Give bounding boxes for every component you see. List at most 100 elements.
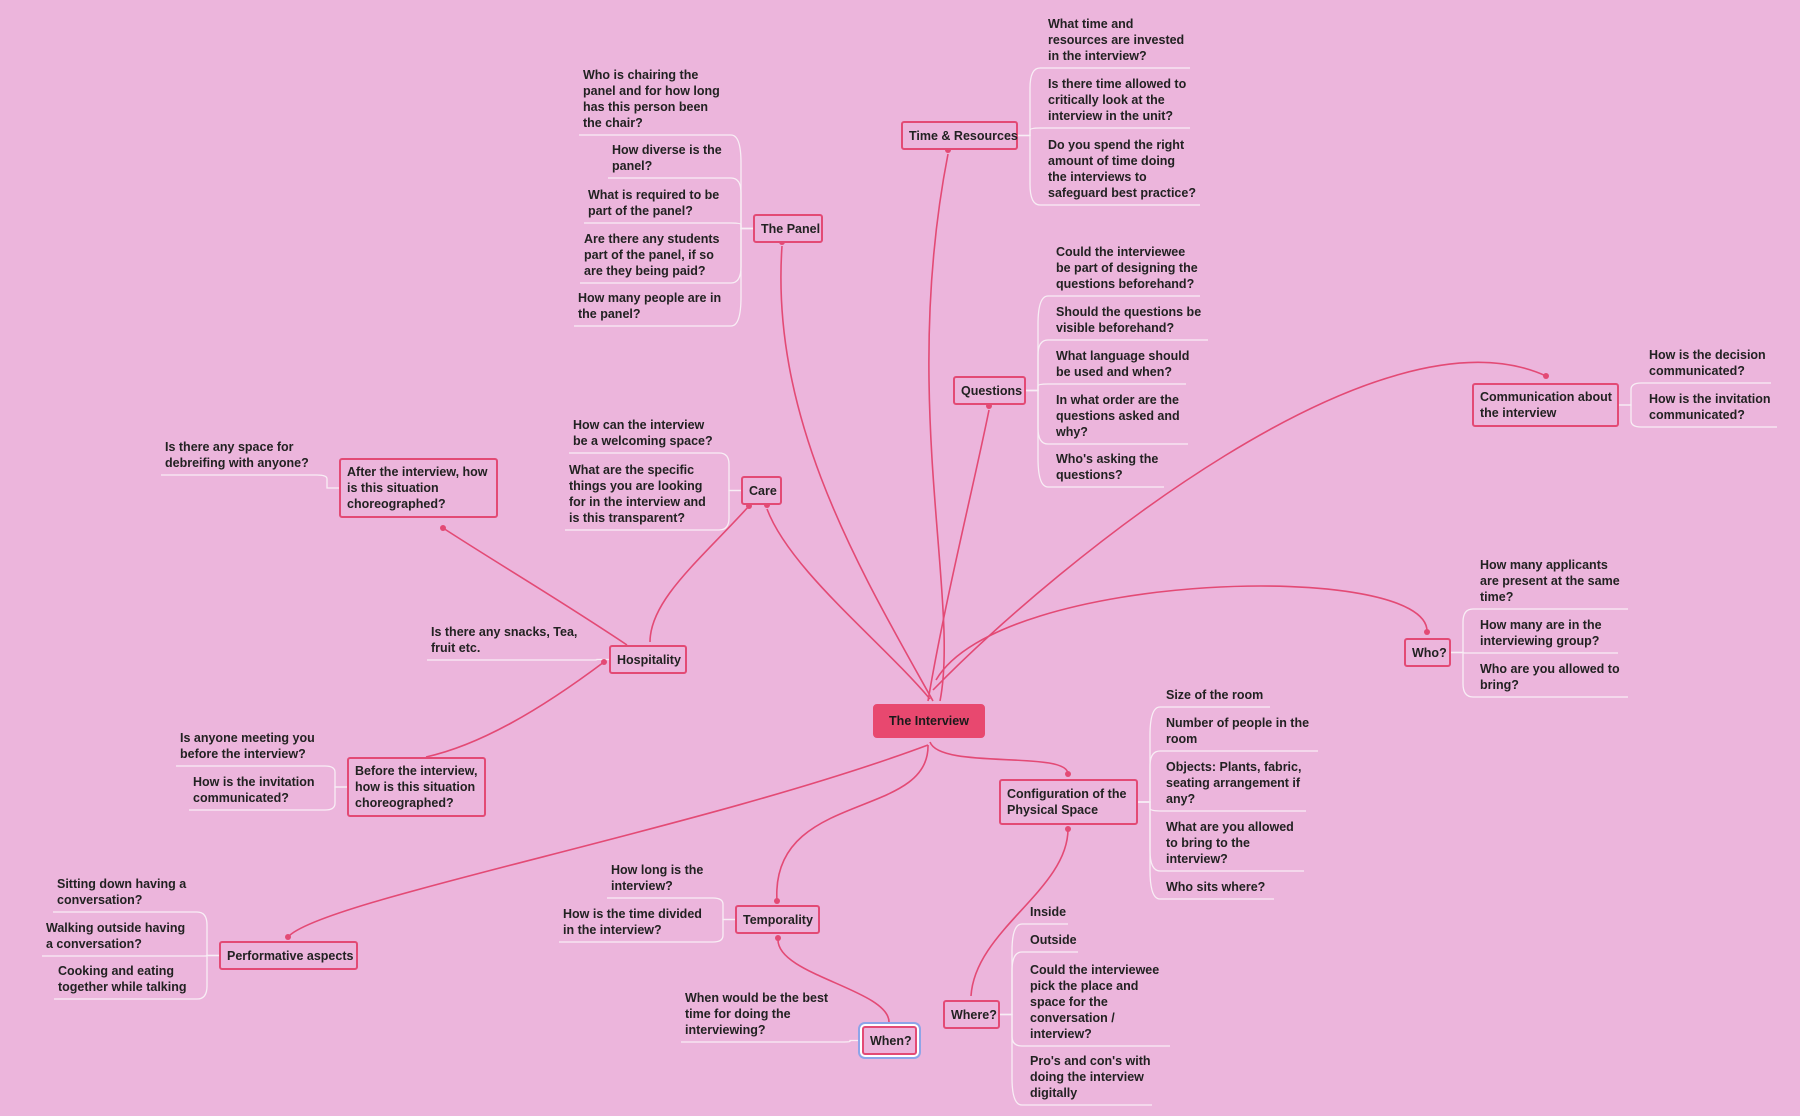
branch-connector-panel	[780, 245, 934, 702]
subtopic-line	[54, 954, 219, 1000]
subtopic-where-3[interactable]: Pro's and con's with doing the interview…	[1030, 1054, 1151, 1100]
branch-connector-when	[777, 939, 890, 1023]
subtopic-config-1[interactable]: Number of people in the room	[1166, 716, 1310, 746]
branch-connector-time	[928, 153, 949, 702]
branch-connector-before	[425, 661, 605, 758]
subtopic-line	[1000, 923, 1068, 1016]
subtopic-line	[1619, 382, 1771, 406]
connector-end-dot	[775, 935, 781, 941]
subtopic-line	[1018, 134, 1200, 206]
subtopic-config-0[interactable]: Size of the room	[1166, 688, 1264, 702]
topic-after[interactable]: After the interview, how is this situati…	[339, 458, 498, 518]
subtopic-who-1[interactable]: How many are in the interviewing group?	[1480, 618, 1602, 648]
branch-connector-where	[970, 828, 1069, 997]
subtopic-line	[1619, 404, 1777, 428]
branch-connector-questions	[927, 409, 990, 702]
connector-end-dot	[1065, 826, 1071, 832]
central-topic[interactable]: The Interview	[873, 704, 985, 738]
subtopic-before-0[interactable]: Is anyone meeting you before the intervi…	[180, 731, 315, 761]
subtopic-after-0[interactable]: Is there any space for debreifing with a…	[165, 440, 309, 470]
connector-end-dot	[601, 659, 607, 665]
subtopic-when-0[interactable]: When would be the best time for doing th…	[685, 991, 829, 1037]
branch-connector-perf	[287, 744, 929, 938]
subtopic-line	[1000, 951, 1078, 1016]
topic-before[interactable]: Before the interview, how is this situat…	[347, 757, 486, 817]
subtopic-temp-1[interactable]: How is the time divided in the interview…	[563, 907, 702, 937]
subtopic-line	[1026, 295, 1200, 392]
subtopic-config-4[interactable]: Who sits where?	[1166, 880, 1266, 894]
subtopic-comm-0[interactable]: How is the decision communicated?	[1649, 348, 1766, 378]
subtopic-line	[1026, 383, 1186, 392]
subtopic-time-0[interactable]: What time and resources are invested in …	[1048, 17, 1185, 63]
subtopic-perf-0[interactable]: Sitting down having a conversation?	[57, 877, 187, 907]
subtopic-line	[42, 954, 219, 957]
subtopic-where-0[interactable]: Inside	[1030, 905, 1067, 919]
topic-comm[interactable]: Communication about the interview	[1472, 383, 1619, 427]
topic-care[interactable]: Care	[741, 476, 782, 505]
subtopic-where-2[interactable]: Could the interviewee pick the place and…	[1030, 963, 1160, 1041]
subtopic-questions-3[interactable]: In what order are the questions asked an…	[1056, 393, 1180, 439]
subtopic-perf-2[interactable]: Cooking and eating together while talkin…	[58, 964, 187, 994]
subtopic-line	[584, 222, 753, 230]
subtopic-who-0[interactable]: How many applicants are present at the s…	[1480, 558, 1620, 604]
branch-connector-hosp	[649, 505, 750, 643]
subtopic-line	[565, 489, 741, 531]
subtopic-line	[1138, 801, 1274, 900]
subtopic-questions-4[interactable]: Who's asking the questions?	[1056, 452, 1159, 482]
connector-end-dot	[1424, 629, 1430, 635]
topic-perf[interactable]: Performative aspects	[219, 941, 358, 970]
topic-config[interactable]: Configuration of the Physical Space	[999, 779, 1138, 825]
subtopic-who-2[interactable]: Who are you allowed to bring?	[1480, 662, 1620, 692]
subtopic-hosp-0[interactable]: Is there any snacks, Tea, fruit etc.	[431, 625, 578, 655]
topic-hosp[interactable]: Hospitality	[609, 645, 687, 674]
subtopic-where-1[interactable]: Outside	[1030, 933, 1077, 947]
subtopic-questions-1[interactable]: Should the questions be visible beforeha…	[1056, 305, 1202, 335]
subtopic-panel-4[interactable]: How many people are in the panel?	[578, 291, 722, 321]
topic-time[interactable]: Time & Resources	[901, 121, 1018, 150]
subtopic-panel-1[interactable]: How diverse is the panel?	[612, 143, 722, 173]
topic-questions[interactable]: Questions	[953, 376, 1026, 405]
subtopic-care-0[interactable]: How can the interview be a welcoming spa…	[573, 418, 713, 448]
subtopic-time-1[interactable]: Is there time allowed to critically look…	[1048, 77, 1187, 123]
branch-connector-config	[929, 741, 1069, 775]
subtopic-time-2[interactable]: Do you spend the right amount of time do…	[1048, 138, 1196, 200]
topic-where[interactable]: Where?	[943, 1000, 1000, 1029]
subtopic-panel-2[interactable]: What is required to be part of the panel…	[588, 188, 720, 218]
branch-connector-temp	[776, 744, 929, 902]
topic-who[interactable]: Who?	[1404, 638, 1451, 667]
subtopic-line	[1451, 651, 1618, 654]
subtopic-line	[1451, 608, 1628, 654]
subtopic-comm-1[interactable]: How is the invitation communicated?	[1649, 392, 1771, 422]
subtopic-line	[1026, 339, 1208, 392]
topic-panel[interactable]: The Panel	[753, 214, 823, 243]
subtopic-perf-1[interactable]: Walking outside having a conversation?	[46, 921, 186, 951]
topic-temp[interactable]: Temporality	[735, 905, 820, 934]
branch-connector-comm	[932, 361, 1547, 691]
topic-when[interactable]: When?	[862, 1026, 917, 1055]
branch-connector-who	[935, 585, 1428, 681]
subtopic-care-1[interactable]: What are the specific things you are loo…	[569, 463, 706, 525]
subtopic-config-2[interactable]: Objects: Plants, fabric, seating arrange…	[1166, 760, 1302, 806]
subtopic-line	[1138, 750, 1318, 803]
subtopic-line	[176, 765, 347, 788]
subtopic-config-3[interactable]: What are you allowed to bring to the int…	[1166, 820, 1294, 866]
subtopic-line	[579, 134, 753, 230]
connector-end-dot	[285, 934, 291, 940]
subtopic-line	[1026, 389, 1164, 488]
subtopic-line	[1018, 67, 1190, 137]
subtopic-line	[574, 227, 753, 327]
subtopic-line	[1018, 127, 1190, 137]
connector-end-dot	[774, 898, 780, 904]
connector-end-dot	[1543, 373, 1549, 379]
subtopic-questions-0[interactable]: Could the interviewee be part of designi…	[1056, 245, 1198, 291]
subtopic-panel-0[interactable]: Who is chairing the panel and for how lo…	[583, 68, 720, 130]
subtopic-panel-3[interactable]: Are there any students part of the panel…	[584, 232, 720, 278]
subtopic-line	[608, 177, 753, 230]
subtopic-line	[1451, 651, 1628, 698]
subtopic-questions-2[interactable]: What language should be used and when?	[1056, 349, 1190, 379]
subtopic-before-1[interactable]: How is the invitation communicated?	[193, 775, 315, 805]
subtopic-line	[189, 786, 347, 811]
subtopic-temp-0[interactable]: How long is the interview?	[611, 863, 704, 893]
subtopic-line	[607, 897, 735, 921]
